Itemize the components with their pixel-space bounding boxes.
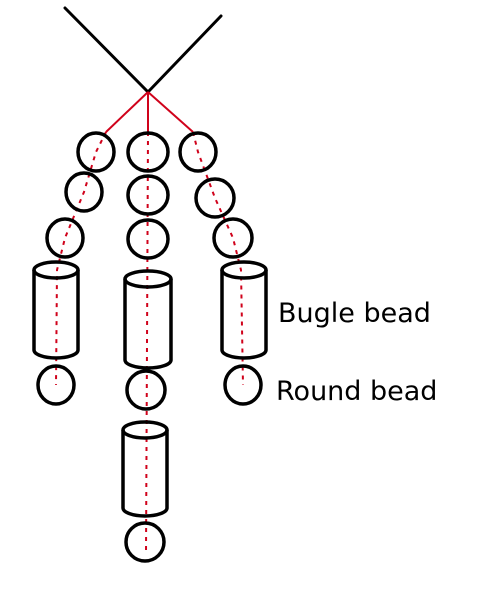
round-bead (124, 521, 166, 563)
bugle-bead (220, 260, 268, 360)
round-bead (178, 131, 218, 173)
bugle-bead (121, 420, 169, 518)
round-bead (126, 218, 170, 260)
thread-end-right (146, 14, 223, 94)
center-strand (121, 131, 173, 563)
right-strand (178, 131, 268, 406)
thread-end-left (63, 6, 150, 94)
round-bead (64, 171, 104, 213)
round-bead (126, 131, 170, 173)
round-bead (45, 217, 85, 259)
bugle-bead (32, 260, 80, 360)
thread-center-strand (145, 131, 149, 556)
bugle-bead (123, 269, 173, 370)
round-bead (36, 364, 76, 406)
left-strand (32, 131, 116, 406)
round-bead (126, 174, 170, 216)
round-bead (76, 131, 116, 173)
thread-to-left-strand (105, 91, 149, 133)
round-bead (125, 369, 167, 411)
bugle-bead-label: Bugle bead (278, 298, 431, 329)
thread-right-strand (192, 131, 244, 386)
thread-left-strand (55, 131, 107, 386)
round-bead (212, 217, 254, 259)
round-bead (194, 177, 236, 219)
round-bead (223, 364, 263, 406)
round-bead-label: Round bead (276, 376, 437, 407)
thread-to-right-strand (147, 91, 194, 133)
